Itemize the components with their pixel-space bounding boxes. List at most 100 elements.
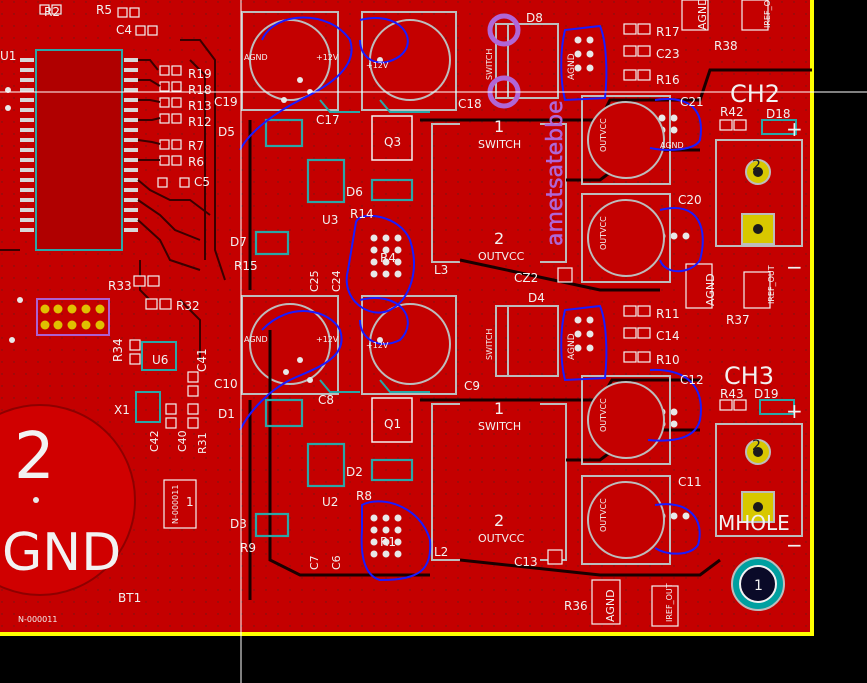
label-r9: R9 <box>240 541 256 555</box>
caps-c40-c42[interactable] <box>165 371 199 429</box>
l2-pin1: 1 <box>494 399 504 418</box>
label-r37: R37 <box>726 313 750 327</box>
ch3-connector[interactable] <box>715 423 803 537</box>
right-resistors[interactable] <box>547 0 771 627</box>
pad-12v-mid-b: +12V <box>366 341 389 350</box>
pad-iref-r37: IREF_OUT <box>767 265 776 304</box>
courtyard-outlines <box>239 16 704 582</box>
label-r32: R32 <box>176 299 200 313</box>
label-l3: L3 <box>434 263 448 277</box>
l2-switch: SWITCH <box>478 420 521 433</box>
label-d7: D7 <box>230 235 247 249</box>
label-l2: L2 <box>434 545 448 559</box>
u6-footprint[interactable] <box>141 341 177 371</box>
label-c17: C17 <box>316 113 340 127</box>
l3-pin2: 2 <box>494 229 504 248</box>
cap-c11[interactable] <box>581 475 671 565</box>
label-c10: C10 <box>214 377 238 391</box>
bt1-battery-pad[interactable] <box>0 404 136 596</box>
cap-agnd-top[interactable] <box>241 11 339 111</box>
label-u3: U3 <box>322 213 338 227</box>
label-r14: R14 <box>350 207 374 221</box>
debug-connector[interactable] <box>36 298 110 336</box>
c21-outvcc: OUTVCC <box>599 118 608 152</box>
label-r1: R1 <box>380 535 396 549</box>
l2-outvcc: OUTVCC <box>478 532 525 545</box>
cap-c20[interactable] <box>581 193 671 283</box>
label-c19: C19 <box>214 95 238 109</box>
d8-footprint[interactable] <box>495 23 559 99</box>
label-u1: U1 <box>0 49 16 63</box>
label-r4: R4 <box>380 251 396 265</box>
ch2-minus: − <box>786 255 803 279</box>
label-c41: C41 <box>195 348 209 372</box>
teal-components[interactable] <box>254 118 414 538</box>
pad-agnd-c21: AGND <box>660 141 684 150</box>
mounting-hole-icon[interactable] <box>731 557 785 611</box>
d4-footprint[interactable] <box>495 305 559 377</box>
label-r10: R10 <box>656 353 680 367</box>
d4-switch: SWITCH <box>485 329 494 360</box>
highlighted-traces <box>319 99 430 393</box>
label-c25: C25 <box>308 270 321 292</box>
label-ch3: CH3 <box>724 362 774 390</box>
resistor-array[interactable] <box>39 4 190 188</box>
l3-outvcc: OUTVCC <box>478 250 525 263</box>
label-cz2: CZ2 <box>514 271 538 285</box>
label-c14: C14 <box>656 329 680 343</box>
label-r33: R33 <box>108 279 132 293</box>
pad-agnd-d4: AGND <box>567 333 577 360</box>
x1-footprint[interactable] <box>135 391 161 423</box>
label-d6: D6 <box>346 185 363 199</box>
label-c6: C6 <box>330 555 343 570</box>
l3-switch: SWITCH <box>478 138 521 151</box>
ch2-pin2: 2 <box>752 158 761 174</box>
label-r43: R43 <box>720 387 744 401</box>
label-net-bottom: N-000011 <box>18 615 57 624</box>
label-r2: R2 <box>44 5 60 19</box>
pad-12v-top: +12V <box>316 53 339 62</box>
cap-12v-mid[interactable] <box>361 295 457 395</box>
label-c8: C8 <box>318 393 334 407</box>
ch2-connector[interactable] <box>715 139 803 247</box>
label-d18: D18 <box>766 107 791 121</box>
label-r18: R18 <box>188 83 212 97</box>
label-bt1: BT1 <box>118 591 141 605</box>
cap-c12[interactable] <box>581 375 671 465</box>
bt1-gnd-label: GND <box>2 523 121 583</box>
l2-pin2: 2 <box>494 511 504 530</box>
ch3-minus: − <box>786 533 803 557</box>
label-c40: C40 <box>176 430 189 452</box>
r32-r33-footprints[interactable] <box>129 275 172 365</box>
pad-agnd-top-right: AGND <box>696 0 709 30</box>
label-r19: R19 <box>188 67 212 81</box>
label-r42: R42 <box>720 105 744 119</box>
cap-c21[interactable] <box>581 95 671 185</box>
traces-left <box>0 39 226 360</box>
label-c4: C4 <box>116 23 132 37</box>
label-u6: U6 <box>152 353 168 367</box>
svg-text:ametsatebbe: ametsatebbe <box>543 100 568 246</box>
label-r5: R5 <box>96 3 112 17</box>
l3-pin1: 1 <box>494 117 504 136</box>
u1-footprint[interactable] <box>20 49 138 251</box>
label-r13: R13 <box>188 99 212 113</box>
label-c21: C21 <box>680 95 704 109</box>
q-footprints[interactable] <box>371 115 413 443</box>
label-c20: C20 <box>678 193 702 207</box>
bt1-pin-number: 2 <box>14 420 55 494</box>
label-net-pad: N-000011 <box>171 485 180 524</box>
pad-agnd-r36: AGND <box>604 589 617 622</box>
n000011-pad[interactable] <box>163 479 197 529</box>
inductor-l3[interactable] <box>431 123 567 263</box>
label-r36: R36 <box>564 599 588 613</box>
pad-12v-top-b: +12V <box>366 61 389 70</box>
pad-agnd-mid: AGND <box>244 335 268 344</box>
label-r8: R8 <box>356 489 372 503</box>
diode-d18[interactable] <box>761 119 797 135</box>
label-d19: D19 <box>754 387 779 401</box>
label-c24: C24 <box>330 270 343 292</box>
diode-d19[interactable] <box>759 399 795 415</box>
label-r15: R15 <box>234 259 258 273</box>
